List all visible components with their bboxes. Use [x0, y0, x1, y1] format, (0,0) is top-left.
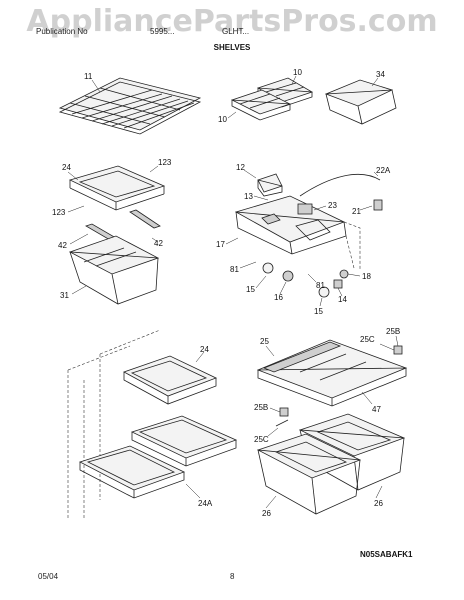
callout-21: 21 — [352, 207, 361, 216]
callout-22a: 22A — [376, 166, 391, 175]
lamp-socket-15[interactable] — [262, 262, 330, 298]
callout-12: 12 — [236, 163, 245, 172]
ice-dispenser-housing-17[interactable] — [234, 195, 347, 255]
glass-shelf-24a-mid[interactable] — [130, 415, 238, 467]
callout-23: 23 — [328, 201, 337, 210]
callout-10-bottom: 10 — [218, 115, 227, 124]
header-publication: Publication No — [36, 27, 88, 36]
crisper-drawer-26-left[interactable] — [256, 433, 362, 515]
crisper-drawer-31[interactable] — [68, 235, 160, 305]
callout-25b-top: 25B — [386, 327, 400, 336]
callout-42-left: 42 — [58, 241, 67, 250]
callout-123-left: 123 — [52, 208, 66, 217]
callout-31: 31 — [60, 291, 69, 300]
callout-26-left: 26 — [262, 509, 271, 518]
wire-harness-22a[interactable] — [299, 173, 381, 197]
callout-17: 17 — [216, 240, 225, 249]
callout-16: 16 — [274, 293, 283, 302]
callout-24a: 24A — [198, 499, 213, 508]
callout-25c-bottom: 25C — [254, 435, 269, 444]
watermark-logo: AppliancePartsPros.com — [26, 4, 438, 39]
cabinet-rails — [67, 329, 161, 520]
ice-tray-10[interactable] — [230, 77, 313, 121]
callout-15-left: 15 — [246, 285, 255, 294]
light-bulb-16[interactable] — [282, 270, 294, 282]
callout-10-top: 10 — [293, 68, 302, 77]
header-model: GLHT... — [222, 27, 250, 36]
header-mid: 5995... — [150, 27, 175, 36]
callout-25c-top: 25C — [360, 335, 375, 344]
wire-shelf-11[interactable] — [58, 77, 202, 135]
crisper-cover-25[interactable] — [256, 339, 408, 407]
callout-13: 13 — [244, 192, 253, 201]
callout-123-top: 123 — [158, 158, 172, 167]
pin-25c[interactable] — [275, 419, 289, 427]
callout-15-right: 15 — [314, 307, 323, 316]
page-title: SHELVES — [213, 43, 251, 52]
callout-47: 47 — [372, 405, 381, 414]
connector-21[interactable] — [373, 199, 383, 211]
callout-26-right: 26 — [374, 499, 383, 508]
switch-18[interactable] — [339, 269, 349, 279]
ice-bin-34[interactable] — [324, 79, 397, 125]
footer-date: 05/04 — [38, 572, 59, 581]
glass-shelf-24a-low[interactable] — [78, 445, 186, 499]
callout-14: 14 — [338, 295, 347, 304]
rail-42[interactable] — [85, 209, 161, 241]
callout-24-left: 24 — [62, 163, 71, 172]
callout-18: 18 — [362, 272, 371, 281]
callout-81-right: 81 — [316, 281, 325, 290]
diagram-code: N05SABAFK1 — [360, 550, 413, 559]
callout-81-left: 81 — [230, 265, 239, 274]
glass-shelf-24-lower[interactable] — [123, 355, 218, 405]
callout-34: 34 — [376, 70, 385, 79]
callout-24-lower: 24 — [200, 345, 209, 354]
glass-shelf-24-upper[interactable] — [68, 165, 166, 211]
callout-25b-bottom: 25B — [254, 403, 268, 412]
callout-11: 11 — [84, 72, 93, 81]
callout-42-right: 42 — [154, 239, 163, 248]
ice-chute-12[interactable] — [257, 173, 283, 197]
callout-25: 25 — [260, 337, 269, 346]
switch-14[interactable] — [333, 279, 343, 289]
footer-page-number: 8 — [230, 572, 235, 581]
